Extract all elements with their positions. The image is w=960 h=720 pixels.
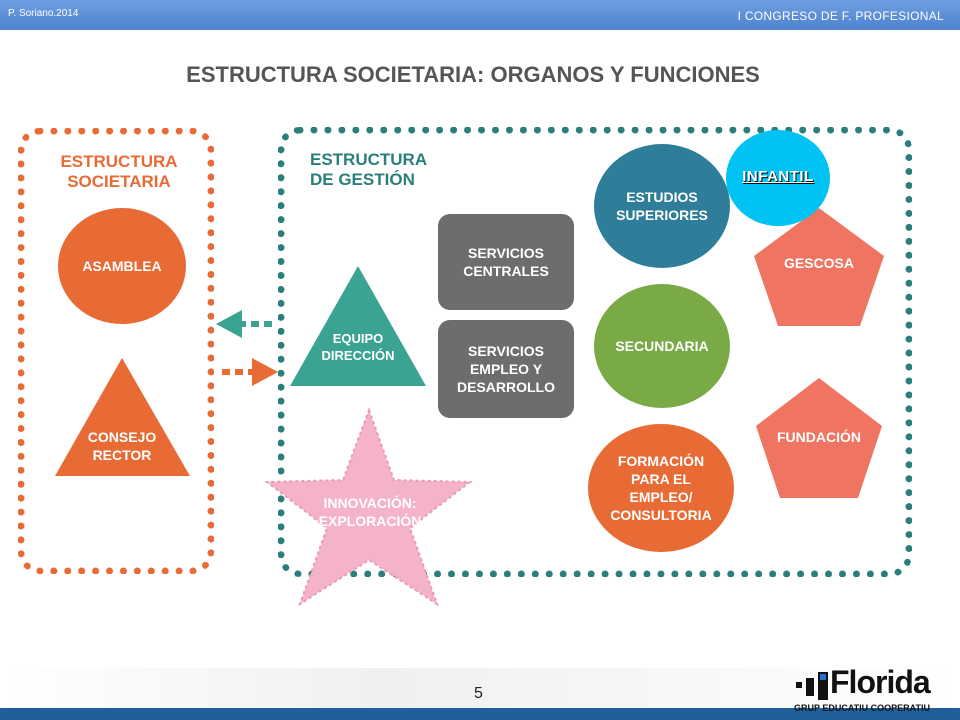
secundaria-circle: SECUNDARIA bbox=[594, 284, 730, 408]
asamblea-circle: ASAMBLEA bbox=[58, 208, 186, 324]
servicios-empleo-line1: SERVICIOS bbox=[468, 343, 544, 359]
header-bar bbox=[0, 0, 960, 30]
societaria-container bbox=[18, 128, 214, 574]
estudios-line2: SUPERIORES bbox=[616, 207, 708, 223]
footer-bar bbox=[0, 708, 960, 720]
innovacion-line1: INNOVACIÓN: bbox=[323, 495, 417, 511]
estudios-superiores-label: ESTUDIOS SUPERIORES bbox=[616, 188, 708, 224]
logo-subtitle: GRUP EDUCATIU COOPERATIU bbox=[794, 703, 931, 713]
estudios-superiores-circle: ESTUDIOS SUPERIORES bbox=[594, 144, 730, 268]
arrow-to-societaria-head bbox=[216, 310, 242, 338]
formacion-line4: CONSULTORIA bbox=[610, 507, 712, 523]
equipo-line1: EQUIPO bbox=[332, 331, 384, 346]
consejo-rector-triangle bbox=[55, 358, 190, 476]
servicios-empleo-line2: EMPLEO Y bbox=[469, 361, 543, 377]
logo-wordmark: Florida bbox=[830, 664, 931, 700]
innovacion-star bbox=[264, 407, 473, 607]
page-number: 5 bbox=[474, 685, 483, 702]
consejo-rector-label: CONSEJO RECTOR bbox=[62, 428, 182, 464]
gestion-heading-line1: ESTRUCTURA bbox=[310, 150, 428, 169]
secundaria-label: SECUNDARIA bbox=[615, 338, 709, 354]
equipo-direccion-label: EQUIPO DIRECCIÓN bbox=[298, 330, 418, 364]
formacion-line3: EMPLEO/ bbox=[629, 489, 693, 505]
formacion-line1: FORMACIÓN bbox=[617, 453, 705, 469]
innovacion-line2: EXPLORACIÓN bbox=[318, 513, 422, 529]
gescosa-pentagon bbox=[754, 208, 884, 326]
logo-mark-icon bbox=[796, 672, 828, 700]
servicios-centrales-box: SERVICIOS CENTRALES bbox=[438, 214, 574, 310]
arrow-to-gestion-head bbox=[252, 358, 278, 386]
servicios-centrales-label: SERVICIOS CENTRALES bbox=[463, 244, 549, 280]
formacion-line2: PARA EL bbox=[631, 471, 691, 487]
gestion-container bbox=[278, 127, 912, 577]
servicios-empleo-box: SERVICIOS EMPLEO Y DESARROLLO bbox=[438, 320, 574, 418]
formacion-circle: FORMACIÓN PARA EL EMPLEO/ CONSULTORIA bbox=[588, 424, 734, 552]
slide-title: ESTRUCTURA SOCIETARIA: ORGANOS Y FUNCION… bbox=[186, 62, 760, 87]
gestion-heading: ESTRUCTURA DE GESTIÓN bbox=[310, 150, 427, 190]
servicios-centrales-line1: SERVICIOS bbox=[468, 245, 544, 261]
equipo-direccion-triangle bbox=[290, 266, 426, 386]
servicios-centrales-line2: CENTRALES bbox=[463, 263, 549, 279]
infantil-circle bbox=[726, 130, 830, 226]
servicios-empleo-label: SERVICIOS EMPLEO Y DESARROLLO bbox=[457, 342, 555, 396]
societaria-heading-line2: SOCIETARIA bbox=[67, 172, 171, 191]
societaria-heading-line1: ESTRUCTURA bbox=[60, 152, 178, 171]
congress-label: I CONGRESO DE F. PROFESIONAL bbox=[737, 9, 944, 23]
gescosa-label: GESCOSA bbox=[783, 255, 854, 271]
consejo-line1: CONSEJO bbox=[87, 429, 157, 445]
fundacion-pentagon bbox=[756, 378, 882, 498]
innovacion-label: INNOVACIÓN: EXPLORACIÓN bbox=[300, 494, 440, 530]
estudios-line1: ESTUDIOS bbox=[626, 189, 698, 205]
societaria-heading: ESTRUCTURA SOCIETARIA bbox=[52, 152, 186, 192]
author-label: P. Soriano.2014 bbox=[8, 8, 79, 19]
servicios-empleo-line3: DESARROLLO bbox=[457, 379, 555, 395]
gestion-heading-line2: DE GESTIÓN bbox=[310, 170, 415, 189]
infantil-label: INFANTIL bbox=[742, 168, 814, 185]
formacion-label: FORMACIÓN PARA EL EMPLEO/ CONSULTORIA bbox=[610, 452, 711, 524]
asamblea-label: ASAMBLEA bbox=[82, 258, 162, 274]
fundacion-label: FUNDACIÓN bbox=[777, 429, 861, 445]
equipo-line2: DIRECCIÓN bbox=[321, 348, 395, 363]
consejo-line2: RECTOR bbox=[92, 447, 152, 463]
